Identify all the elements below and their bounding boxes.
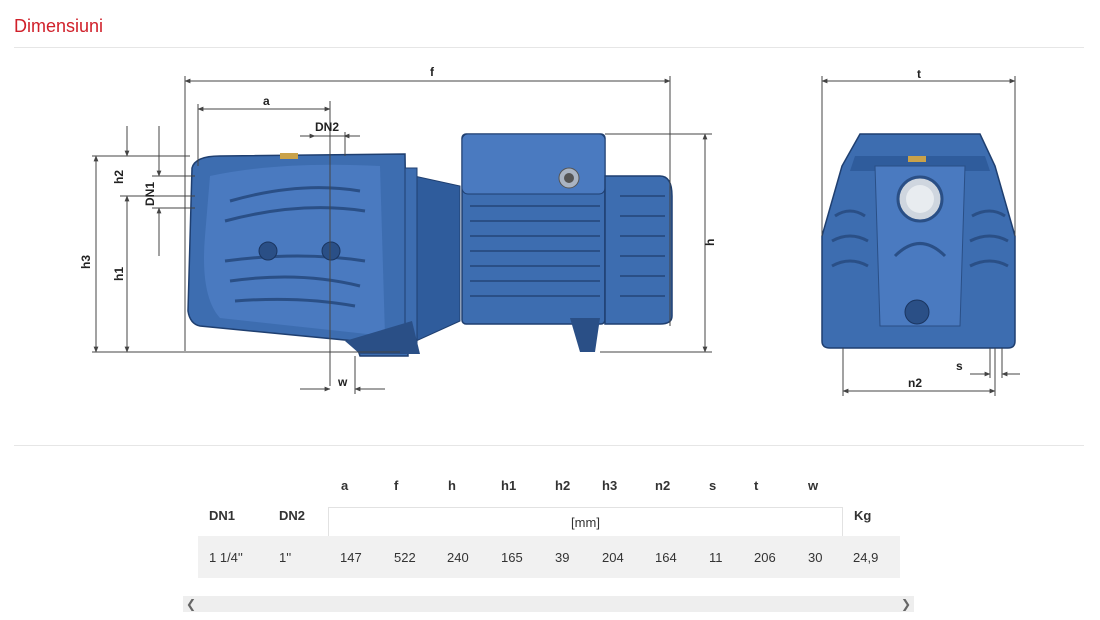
horizontal-scrollbar[interactable]: ❮ ❯ bbox=[183, 596, 914, 612]
cell-t: 206 bbox=[754, 550, 776, 565]
table-row: 1 1/4'' 1'' 147 522 240 165 39 204 164 1… bbox=[198, 536, 900, 578]
cell-s: 11 bbox=[709, 550, 723, 565]
cell-kg: 24,9 bbox=[853, 550, 879, 565]
dim-label-n2: n2 bbox=[908, 376, 922, 390]
chevron-left-icon[interactable]: ❮ bbox=[185, 597, 197, 611]
col-header-s: s bbox=[709, 478, 717, 493]
dim-label-f: f bbox=[430, 65, 435, 79]
col-header-f: f bbox=[394, 478, 399, 493]
col-header-a: a bbox=[341, 478, 349, 493]
dim-label-s: s bbox=[956, 359, 963, 373]
cell-dn2: 1'' bbox=[279, 550, 292, 565]
cell-h2: 39 bbox=[555, 550, 570, 565]
cell-h: 240 bbox=[447, 550, 469, 565]
col-header-h1: h1 bbox=[501, 478, 517, 493]
unit-label: [mm] bbox=[328, 507, 843, 536]
dim-label-dn1: DN1 bbox=[143, 182, 157, 206]
cell-h1: 165 bbox=[501, 550, 523, 565]
dim-label-h3: h3 bbox=[79, 255, 93, 269]
dim-label-h2: h2 bbox=[112, 170, 126, 184]
divider bbox=[14, 445, 1084, 446]
dim-label-w: w bbox=[337, 375, 348, 389]
pump-front-view bbox=[821, 133, 1016, 349]
col-header-dn1: DN1 bbox=[209, 508, 236, 523]
cell-f: 522 bbox=[394, 550, 416, 565]
col-header-n2: n2 bbox=[655, 478, 671, 493]
dim-label-h1: h1 bbox=[112, 267, 126, 281]
divider bbox=[14, 47, 1084, 48]
pump-side-view bbox=[187, 133, 673, 357]
col-header-t: t bbox=[754, 478, 759, 493]
col-header-dn2: DN2 bbox=[279, 508, 306, 523]
cell-n2: 164 bbox=[655, 550, 677, 565]
cell-a: 147 bbox=[340, 550, 362, 565]
col-header-kg: Kg bbox=[854, 508, 872, 523]
dim-label-h: h bbox=[703, 239, 717, 246]
dimension-drawing: f a DN2 h h3 h1 h2 DN1 w t s n2 bbox=[79, 65, 1020, 396]
dim-label-t: t bbox=[917, 67, 921, 81]
col-header-w: w bbox=[808, 478, 819, 493]
chevron-right-icon[interactable]: ❯ bbox=[900, 597, 912, 611]
section-title: Dimensiuni bbox=[14, 16, 104, 36]
cell-h3: 204 bbox=[602, 550, 624, 565]
cell-w: 30 bbox=[808, 550, 823, 565]
cell-dn1: 1 1/4'' bbox=[209, 550, 243, 565]
col-header-h: h bbox=[448, 478, 456, 493]
col-header-h2: h2 bbox=[555, 478, 571, 493]
dim-label-dn2: DN2 bbox=[315, 120, 339, 134]
col-header-h3: h3 bbox=[602, 478, 618, 493]
dim-label-a: a bbox=[263, 94, 270, 108]
